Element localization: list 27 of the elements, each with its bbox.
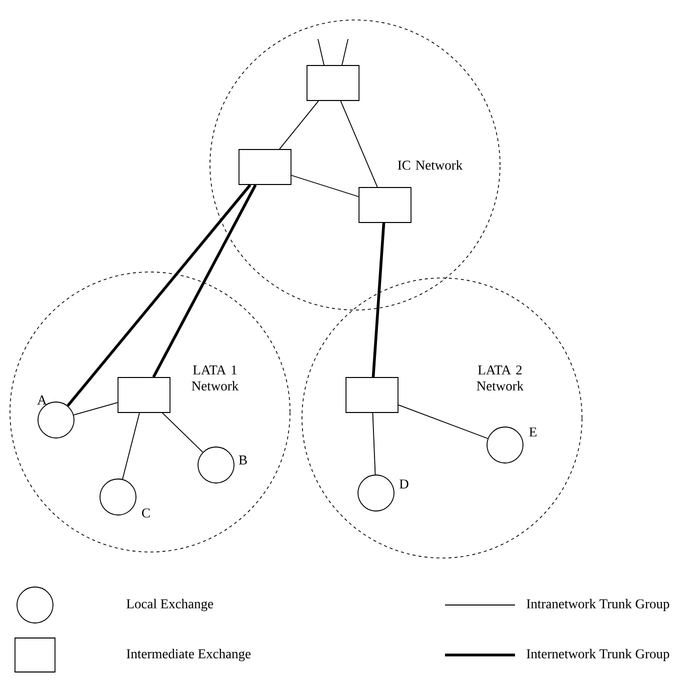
legend-text: Intranetwork Trunk Group [526,598,670,612]
node-letter: E [529,428,536,436]
trunk-line [372,412,376,476]
exchange-box [358,187,412,223]
trunk-line [291,174,359,198]
trunk-line [340,100,378,188]
exchange-box [306,65,360,101]
trunk-line [372,222,386,378]
trunk-line [398,404,488,439]
trunk-line [318,38,324,66]
trunk-line [162,412,204,453]
legend-text: Internetwork Trunk Group [526,648,670,662]
trunk-line [66,184,252,407]
exchange-box [118,377,170,413]
trunk-line [122,412,140,480]
node-letter: A [37,396,47,404]
node-letter: D [400,480,408,488]
trunk-line [73,402,118,416]
node-letter: B [238,456,247,464]
trunk-line [279,100,319,150]
legend-text: Local Exchange [126,598,214,612]
node-letter: C [142,508,150,518]
trunk-line [342,38,348,66]
exchange-box [238,149,292,185]
trunk-line [152,184,257,378]
legend-text: Intermediate Exchange [126,648,251,662]
exchange-box [346,377,398,413]
